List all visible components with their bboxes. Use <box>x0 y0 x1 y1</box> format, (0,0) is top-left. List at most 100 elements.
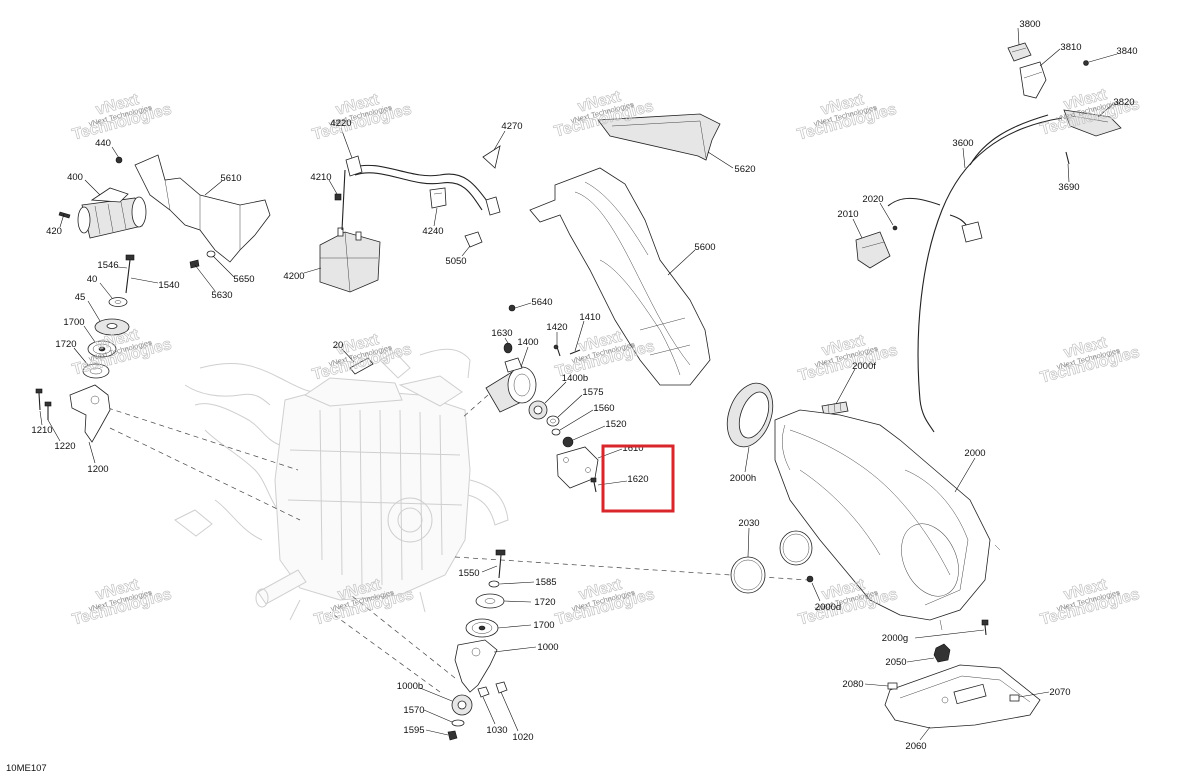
highlight-box <box>601 444 675 513</box>
screw-420 <box>58 211 71 219</box>
callout-2000h: 2000h <box>730 473 756 484</box>
nut-1595 <box>447 730 458 741</box>
callout-400: 400 <box>67 172 83 183</box>
callout-5600: 5600 <box>694 242 715 253</box>
callout-1020: 1020 <box>512 732 533 743</box>
callout-2060: 2060 <box>905 741 926 752</box>
bolt-5630 <box>189 259 200 269</box>
callout-2070: 2070 <box>1049 687 1070 698</box>
callout-3600: 3600 <box>952 138 973 149</box>
bolt-1020 <box>495 681 508 694</box>
engine-block-outline <box>174 348 509 621</box>
drawing-code: 10ME107 <box>6 763 47 774</box>
callout-1585: 1585 <box>535 577 556 588</box>
callout-4200: 4200 <box>283 271 304 282</box>
callout-3800: 3800 <box>1019 19 1040 30</box>
bracket-1000 <box>454 639 498 693</box>
nut-1520 <box>562 436 574 448</box>
screw-1630 <box>503 342 513 354</box>
callout-5650: 5650 <box>233 274 254 285</box>
callout-45: 45 <box>75 292 86 303</box>
callout-20: 20 <box>333 340 344 351</box>
screw-2020 <box>892 225 898 231</box>
callout-2000g: 2000g <box>882 633 908 644</box>
sensor-2010 <box>855 231 891 269</box>
callout-4270: 4270 <box>501 121 522 132</box>
housing-3810 <box>1019 61 1047 99</box>
starter-bracket-5610 <box>134 154 271 263</box>
callout-1620: 1620 <box>627 474 648 485</box>
mount-1720-upper <box>82 363 110 379</box>
callout-1610: 1610 <box>622 443 643 454</box>
washer-1560 <box>551 428 561 436</box>
callout-420: 420 <box>46 226 62 237</box>
throttle-body-1400 <box>485 357 537 413</box>
callout-labels: 440 400 420 5610 5650 5630 1546 1540 40 … <box>31 19 1137 752</box>
callout-1030: 1030 <box>486 725 507 736</box>
bolt-2000g <box>981 619 989 636</box>
callout-1200: 1200 <box>87 464 108 475</box>
washer-40 <box>108 297 128 307</box>
screw-5640 <box>508 304 516 312</box>
nut-2080 <box>887 682 898 690</box>
callout-1546: 1546 <box>97 260 118 271</box>
airbox-2000 <box>774 409 1001 631</box>
ignition-coil-4200 <box>319 227 381 293</box>
callout-1420: 1420 <box>546 322 567 333</box>
callout-5630: 5630 <box>211 290 232 301</box>
bolt-1210 <box>35 388 43 411</box>
ring-2000h <box>726 382 774 448</box>
washer-45 <box>94 318 130 336</box>
callout-1595: 1595 <box>403 725 424 736</box>
callout-2050: 2050 <box>885 657 906 668</box>
harness-4220 <box>341 155 501 231</box>
bolt-1420 <box>553 344 561 357</box>
washer-1570 <box>451 719 465 727</box>
washer-5650 <box>206 250 216 258</box>
callout-2000f: 2000f <box>852 361 876 372</box>
mount-1700-lower <box>465 618 499 638</box>
callout-1220: 1220 <box>54 441 75 452</box>
grommet-4270 <box>482 145 501 169</box>
assembly-dashed-lines <box>107 394 809 693</box>
callout-2080: 2080 <box>842 679 863 690</box>
bolt-1620 <box>590 477 597 493</box>
callout-440: 440 <box>95 138 111 149</box>
callout-2000d: 2000d <box>815 602 841 613</box>
cable-3600 <box>887 114 1063 433</box>
callout-1520: 1520 <box>605 419 626 430</box>
callout-40: 40 <box>87 274 98 285</box>
callout-1000b: 1000b <box>397 681 423 692</box>
screw-3840 <box>1083 60 1089 66</box>
callout-1400b: 1400b <box>562 373 588 384</box>
bushing-1000b <box>451 694 473 716</box>
bolt-1546 <box>125 254 135 294</box>
connector-3800 <box>1007 42 1032 62</box>
callout-3690: 3690 <box>1058 182 1079 193</box>
nut-1030 <box>477 686 490 698</box>
callout-2010: 2010 <box>837 209 858 220</box>
callout-4240: 4240 <box>422 226 443 237</box>
callout-2000: 2000 <box>964 448 985 459</box>
ring-1575 <box>546 415 560 427</box>
plug-2000d <box>806 575 814 583</box>
grommet-2050 <box>933 643 951 663</box>
callout-5050: 5050 <box>445 256 466 267</box>
part-20 <box>349 357 374 375</box>
callout-3820: 3820 <box>1113 97 1134 108</box>
clamp-2030 <box>730 530 813 594</box>
bracket-2060 <box>884 664 1041 729</box>
connector-5050 <box>464 231 483 248</box>
lever-3820 <box>1063 109 1122 137</box>
callout-1550: 1550 <box>458 568 479 579</box>
callout-1630: 1630 <box>491 328 512 339</box>
starter-motor-400 <box>77 187 147 239</box>
callout-1400: 1400 <box>517 337 538 348</box>
